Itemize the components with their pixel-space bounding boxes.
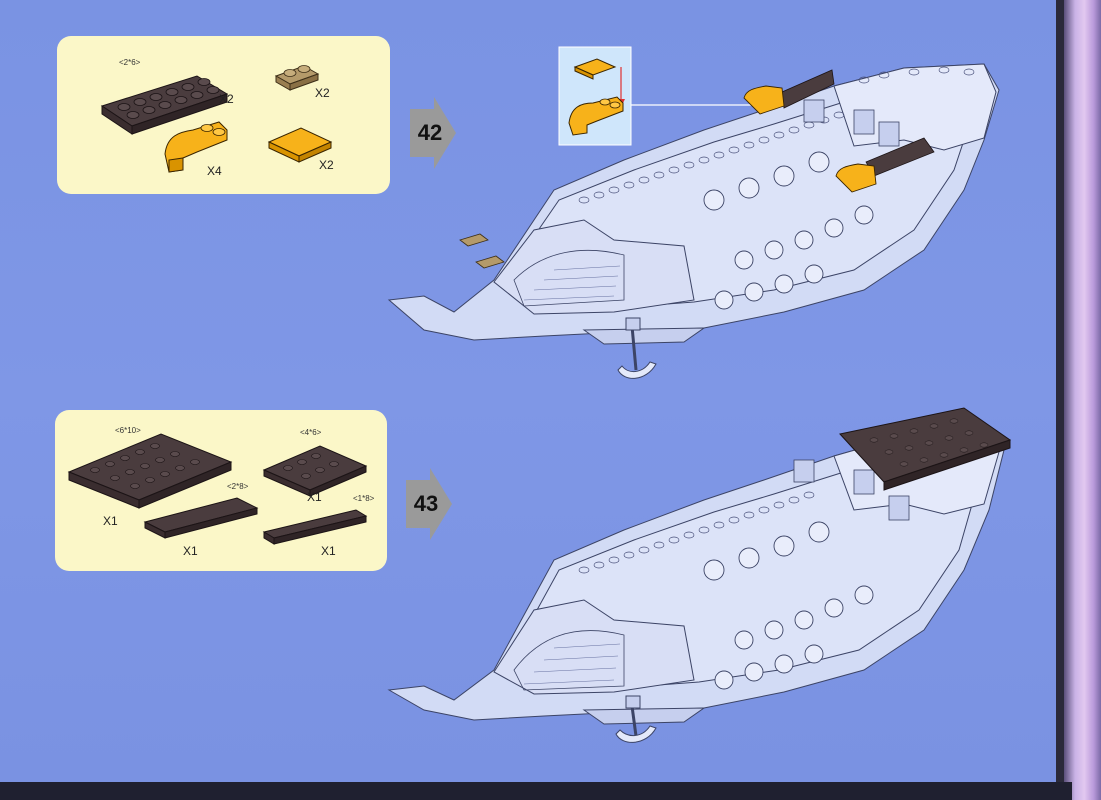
plate-1x2-tan-icon [274,65,320,91]
plate-2x6-dark-brown-icon [100,75,229,135]
step-number-43: 43 [406,468,454,540]
part-quantity-label: X2 [319,158,334,172]
part-size-label: <2*8> [227,482,249,491]
part-quantity-label: X2 [219,92,234,106]
instruction-page: <2*6> X2 X2 X4 X2 42 [0,0,1072,792]
parts-panel-step-42: <2*6> X2 X2 X4 X2 [57,36,390,194]
part-quantity-label: X4 [207,164,222,178]
curved-slope-orange-icon [164,121,228,173]
step-arrow-icon [410,97,456,169]
tile-2x2-orange-icon [267,127,333,163]
part-size-label: <2*6> [119,58,141,67]
plate-2x8-dark-brown-icon [143,497,259,539]
sub-assembly-callout [558,46,753,146]
step-arrow-icon [406,468,452,540]
step-number-label: 42 [417,120,443,145]
part-quantity-label: X1 [307,490,322,504]
page-bottom-edge [0,782,1072,800]
part-quantity-label: X1 [183,544,198,558]
part-size-label: <4*6> [300,428,322,437]
step-number-label: 43 [413,491,439,516]
step-number-42: 42 [410,97,458,169]
plate-4x6-dark-brown-icon [262,445,368,497]
parts-panel-step-43: <6*10> X1 <4*6> X1 <2*8> X1 <1*8> X1 [55,410,387,571]
plate-6x10-dark-brown-icon [67,433,233,509]
book-gutter [1056,0,1066,800]
part-size-label: <1*8> [353,494,375,503]
plate-1x8-dark-brown-icon [262,509,368,545]
ship-model-step-43 [387,407,1012,743]
part-quantity-label: X1 [321,544,336,558]
book-binding [1064,0,1101,800]
part-quantity-label: X1 [103,514,118,528]
ship-model-step-42 [387,63,1000,379]
part-size-label: <6*10> [115,426,141,435]
part-quantity-label: X2 [315,86,330,100]
